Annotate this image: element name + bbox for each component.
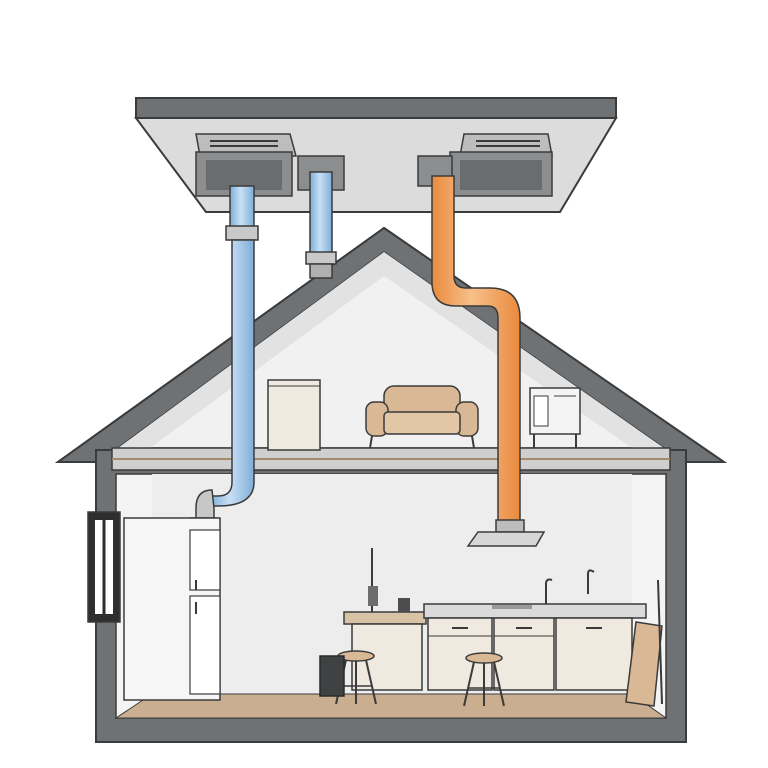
ceiling-panel-top — [135, 97, 617, 119]
blue-duct — [189, 185, 259, 533]
trash-bin — [319, 655, 345, 697]
range-hood-icon — [466, 519, 546, 547]
kitchen-counter-right — [423, 603, 647, 691]
faucet-icon — [545, 569, 595, 604]
sofa-icon — [365, 385, 479, 449]
attic-appliance — [529, 387, 581, 448]
attic-cabinet — [267, 379, 321, 451]
fridge-icon — [123, 517, 221, 701]
stool — [463, 652, 505, 707]
ceiling-vent-icon — [195, 133, 297, 197]
ceiling-vent-icon — [449, 133, 553, 197]
window — [87, 511, 121, 623]
blue-duct — [305, 171, 337, 279]
leaning-board — [625, 579, 663, 707]
